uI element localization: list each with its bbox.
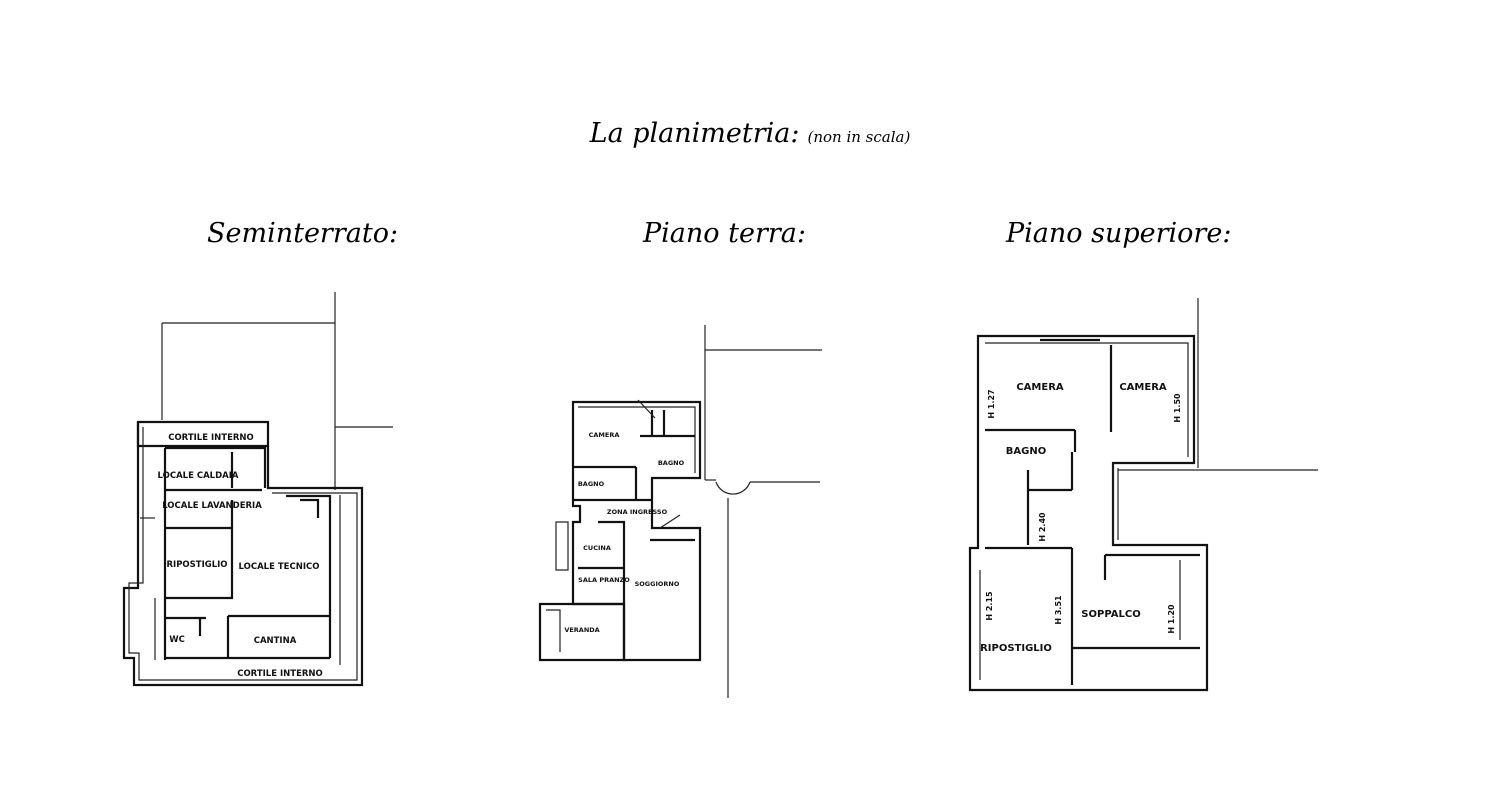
room-wc: WC: [169, 635, 185, 645]
height-annotation-center: H 3.51: [1054, 595, 1063, 625]
floor-title-piano-superiore: Piano superiore:: [1006, 218, 1232, 249]
page-title-note: (non in scala): [807, 128, 911, 146]
room-zona-ingresso: ZONA INGRESSO: [607, 508, 668, 516]
floor-title-piano-terra: Piano terra:: [643, 218, 806, 249]
room-locale-caldaia: LOCALE CALDAIA: [158, 471, 239, 481]
room-bagno-left: BAGNO: [578, 480, 605, 488]
room-ripostiglio: RIPOSTIGLIO: [980, 643, 1052, 654]
room-cantina: CANTINA: [254, 636, 297, 646]
height-annotation-corridor: H 2.40: [1038, 512, 1047, 542]
height-annotation-soppalco: H 1.20: [1167, 604, 1176, 634]
room-veranda: VERANDA: [564, 626, 599, 634]
room-bagno: BAGNO: [1006, 446, 1046, 457]
room-camera-right: CAMERA: [1119, 382, 1167, 393]
room-ripostiglio: RIPOSTIGLIO: [166, 560, 227, 570]
room-camera-left: CAMERA: [1016, 382, 1064, 393]
room-soggiorno: SOGGIORNO: [635, 580, 680, 588]
room-bagno-right: BAGNO: [658, 459, 685, 467]
height-annotation-camera-right: H 1.50: [1173, 393, 1182, 423]
room-cucina: CUCINA: [583, 544, 611, 552]
height-annotation-ripostiglio: H 2.15: [985, 591, 994, 621]
height-annotation-camera-left: H 1.27: [987, 389, 996, 418]
page-title-text: La planimetria:: [589, 118, 800, 149]
page-title: La planimetria: (non in scala): [0, 118, 1500, 149]
floor-plan-seminterrato: CORTILE INTERNO LOCALE CALDAIA LOCALE LA…: [122, 292, 393, 687]
room-cortile-interno-top: CORTILE INTERNO: [168, 433, 254, 443]
room-locale-lavanderia: LOCALE LAVANDERIA: [162, 501, 262, 511]
room-sala-pranzo: SALA PRANZO: [578, 576, 630, 584]
room-soppalco: SOPPALCO: [1081, 609, 1140, 620]
floor-title-seminterrato: Seminterrato:: [207, 218, 399, 249]
room-camera: CAMERA: [589, 431, 620, 439]
floor-plan-piano-superiore: CAMERA CAMERA BAGNO SOPPALCO RIPOSTIGLIO…: [968, 298, 1318, 692]
room-cortile-interno-bottom: CORTILE INTERNO: [237, 669, 323, 679]
floor-plan-piano-terra: CAMERA BAGNO BAGNO ZONA INGRESSO CUCINA …: [538, 325, 822, 698]
room-locale-tecnico: LOCALE TECNICO: [239, 562, 320, 572]
